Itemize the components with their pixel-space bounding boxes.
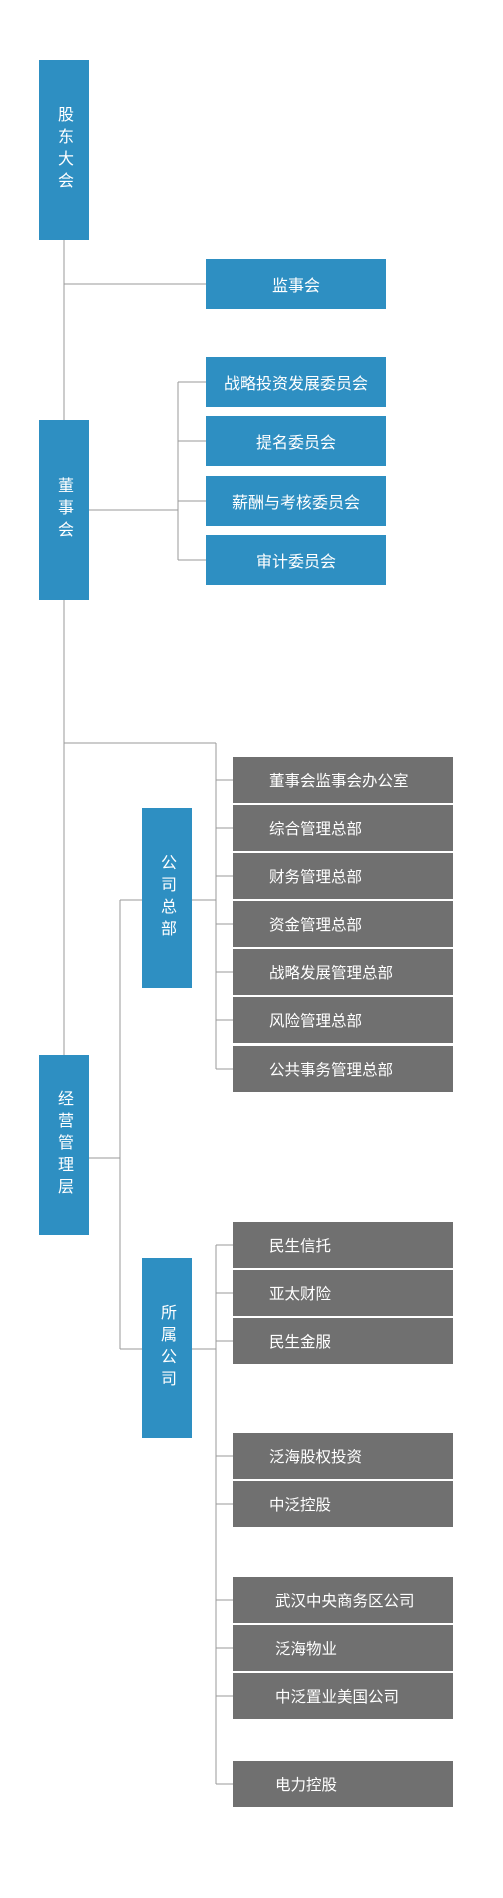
node-subsidiary: 中泛置业美国公司 [233, 1673, 453, 1719]
node-label: 董事会 [55, 477, 74, 543]
node-label: 公司总部 [158, 854, 177, 942]
node-subsidiary: 民生金服 [233, 1318, 453, 1364]
node-label: 战略发展管理总部 [269, 964, 394, 982]
node-hq-department: 财务管理总部 [233, 853, 453, 899]
node-label: 所属公司 [158, 1304, 177, 1392]
node-label: 战略投资发展委员会 [223, 374, 368, 393]
node-hq-department: 综合管理总部 [233, 805, 453, 851]
node-label: 泛海股权投资 [269, 1448, 363, 1466]
node-label: 中泛控股 [269, 1496, 332, 1514]
node-label: 经营管理层 [55, 1090, 74, 1200]
node-shareholders: 股东大会 [39, 60, 89, 240]
node-subsidiary: 电力控股 [233, 1761, 453, 1807]
node-board: 董事会 [39, 420, 89, 600]
node-label: 财务管理总部 [269, 868, 363, 886]
node-hq-department: 公共事务管理总部 [233, 1046, 453, 1092]
node-subsidiary: 泛海物业 [233, 1625, 453, 1671]
node-subsidiary: 中泛控股 [233, 1481, 453, 1527]
node-hq-department: 战略发展管理总部 [233, 949, 453, 995]
node-label: 提名委员会 [255, 433, 336, 452]
node-label: 薪酬与考核委员会 [231, 493, 360, 512]
node-audit-committee: 审计委员会 [206, 535, 386, 585]
node-hq-department: 资金管理总部 [233, 901, 453, 947]
node-management: 经营管理层 [39, 1055, 89, 1235]
node-subsidiary: 民生信托 [233, 1222, 453, 1268]
node-label: 审计委员会 [255, 552, 336, 571]
node-label: 资金管理总部 [269, 916, 363, 934]
node-hq-department: 风险管理总部 [233, 997, 453, 1043]
node-supervisors: 监事会 [206, 259, 386, 309]
node-hq-department: 董事会监事会办公室 [233, 757, 453, 803]
node-subsidiary: 亚太财险 [233, 1270, 453, 1316]
node-subsidiaries: 所属公司 [142, 1258, 192, 1438]
node-label: 综合管理总部 [269, 820, 363, 838]
node-nomination-committee: 提名委员会 [206, 416, 386, 466]
node-label: 亚太财险 [269, 1285, 332, 1303]
node-subsidiary: 泛海股权投资 [233, 1433, 453, 1479]
node-hq: 公司总部 [142, 808, 192, 988]
node-label: 监事会 [271, 276, 320, 295]
node-subsidiary: 武汉中央商务区公司 [233, 1577, 453, 1623]
node-label: 风险管理总部 [269, 1012, 363, 1030]
node-label: 股东大会 [55, 106, 74, 194]
node-label: 中泛置业美国公司 [275, 1688, 400, 1706]
node-label: 公共事务管理总部 [269, 1061, 394, 1079]
node-compensation-committee: 薪酬与考核委员会 [206, 476, 386, 526]
node-label: 电力控股 [275, 1776, 338, 1794]
node-strategy-committee: 战略投资发展委员会 [206, 357, 386, 407]
node-label: 董事会监事会办公室 [269, 772, 409, 790]
node-label: 民生金服 [269, 1333, 332, 1351]
node-label: 武汉中央商务区公司 [275, 1592, 415, 1610]
node-label: 泛海物业 [275, 1640, 338, 1658]
node-label: 民生信托 [269, 1237, 332, 1255]
